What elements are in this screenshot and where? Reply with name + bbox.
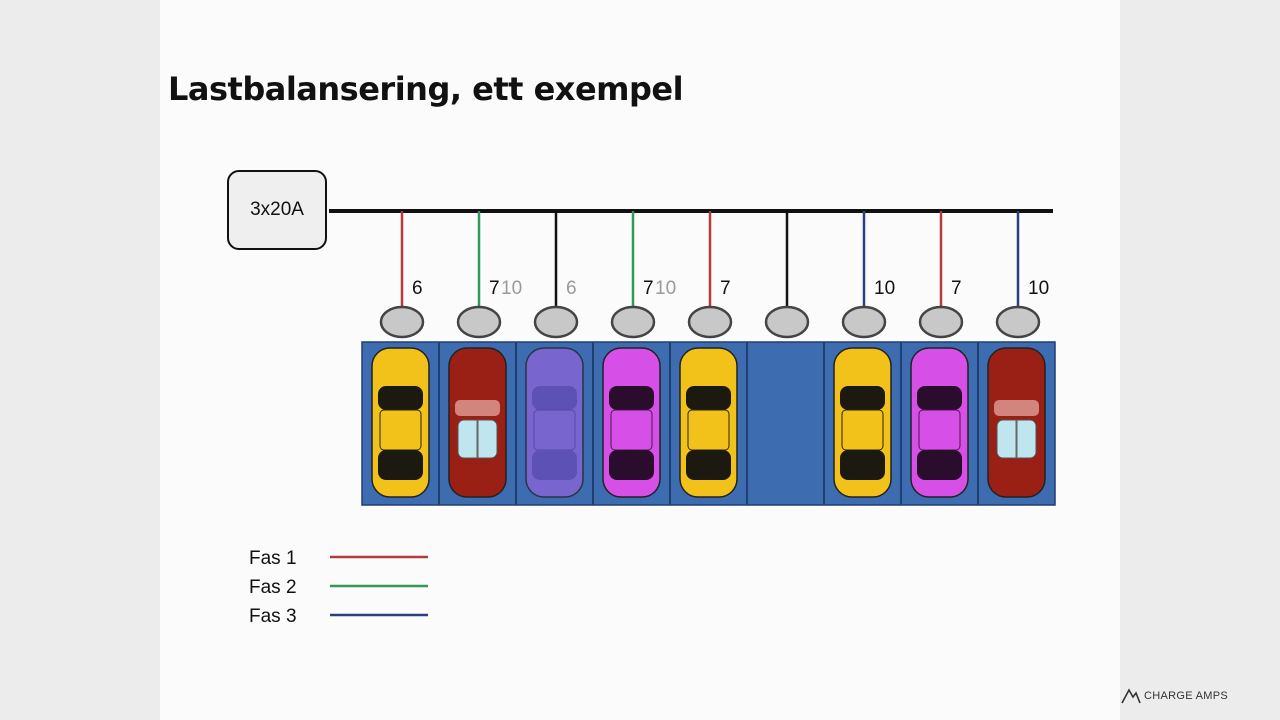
slide-title: Lastbalansering, ett exempel [168,70,684,108]
current-label: 10 [874,278,895,299]
current-label: 6 [566,278,577,299]
supply-label: 3x20A [250,199,304,220]
charge-amps-logo-icon [1121,688,1141,704]
legend-label: Fas 1 [249,548,297,569]
current-label: 7 [643,278,654,299]
current-label: 6 [412,278,423,299]
car-purple [525,347,584,498]
charger-connector [533,305,579,339]
current-label: 10 [501,278,522,299]
car-yellow [833,347,892,498]
current-label: 10 [655,278,676,299]
charger-connector [379,305,425,339]
current-label: 7 [951,278,962,299]
legend-label: Fas 3 [249,606,297,627]
charger-connector [687,305,733,339]
current-label: 7 [720,278,731,299]
charger-connector [995,305,1041,339]
charger-connector [918,305,964,339]
brand-logo: CHARGE AMPS [1121,688,1228,704]
car-magenta [602,347,661,498]
car-red [987,347,1046,498]
charger-connector [456,305,502,339]
brand-name: CHARGE AMPS [1144,690,1228,702]
charger-connector [841,305,887,339]
car-red [448,347,507,498]
main-supply-box: 3x20A [227,170,327,250]
car-yellow [371,347,430,498]
legend-label: Fas 2 [249,577,297,598]
current-label: 10 [1028,278,1049,299]
car-magenta [910,347,969,498]
current-label: 7 [489,278,500,299]
car-yellow [679,347,738,498]
charger-connector [764,305,810,339]
charger-connector [610,305,656,339]
